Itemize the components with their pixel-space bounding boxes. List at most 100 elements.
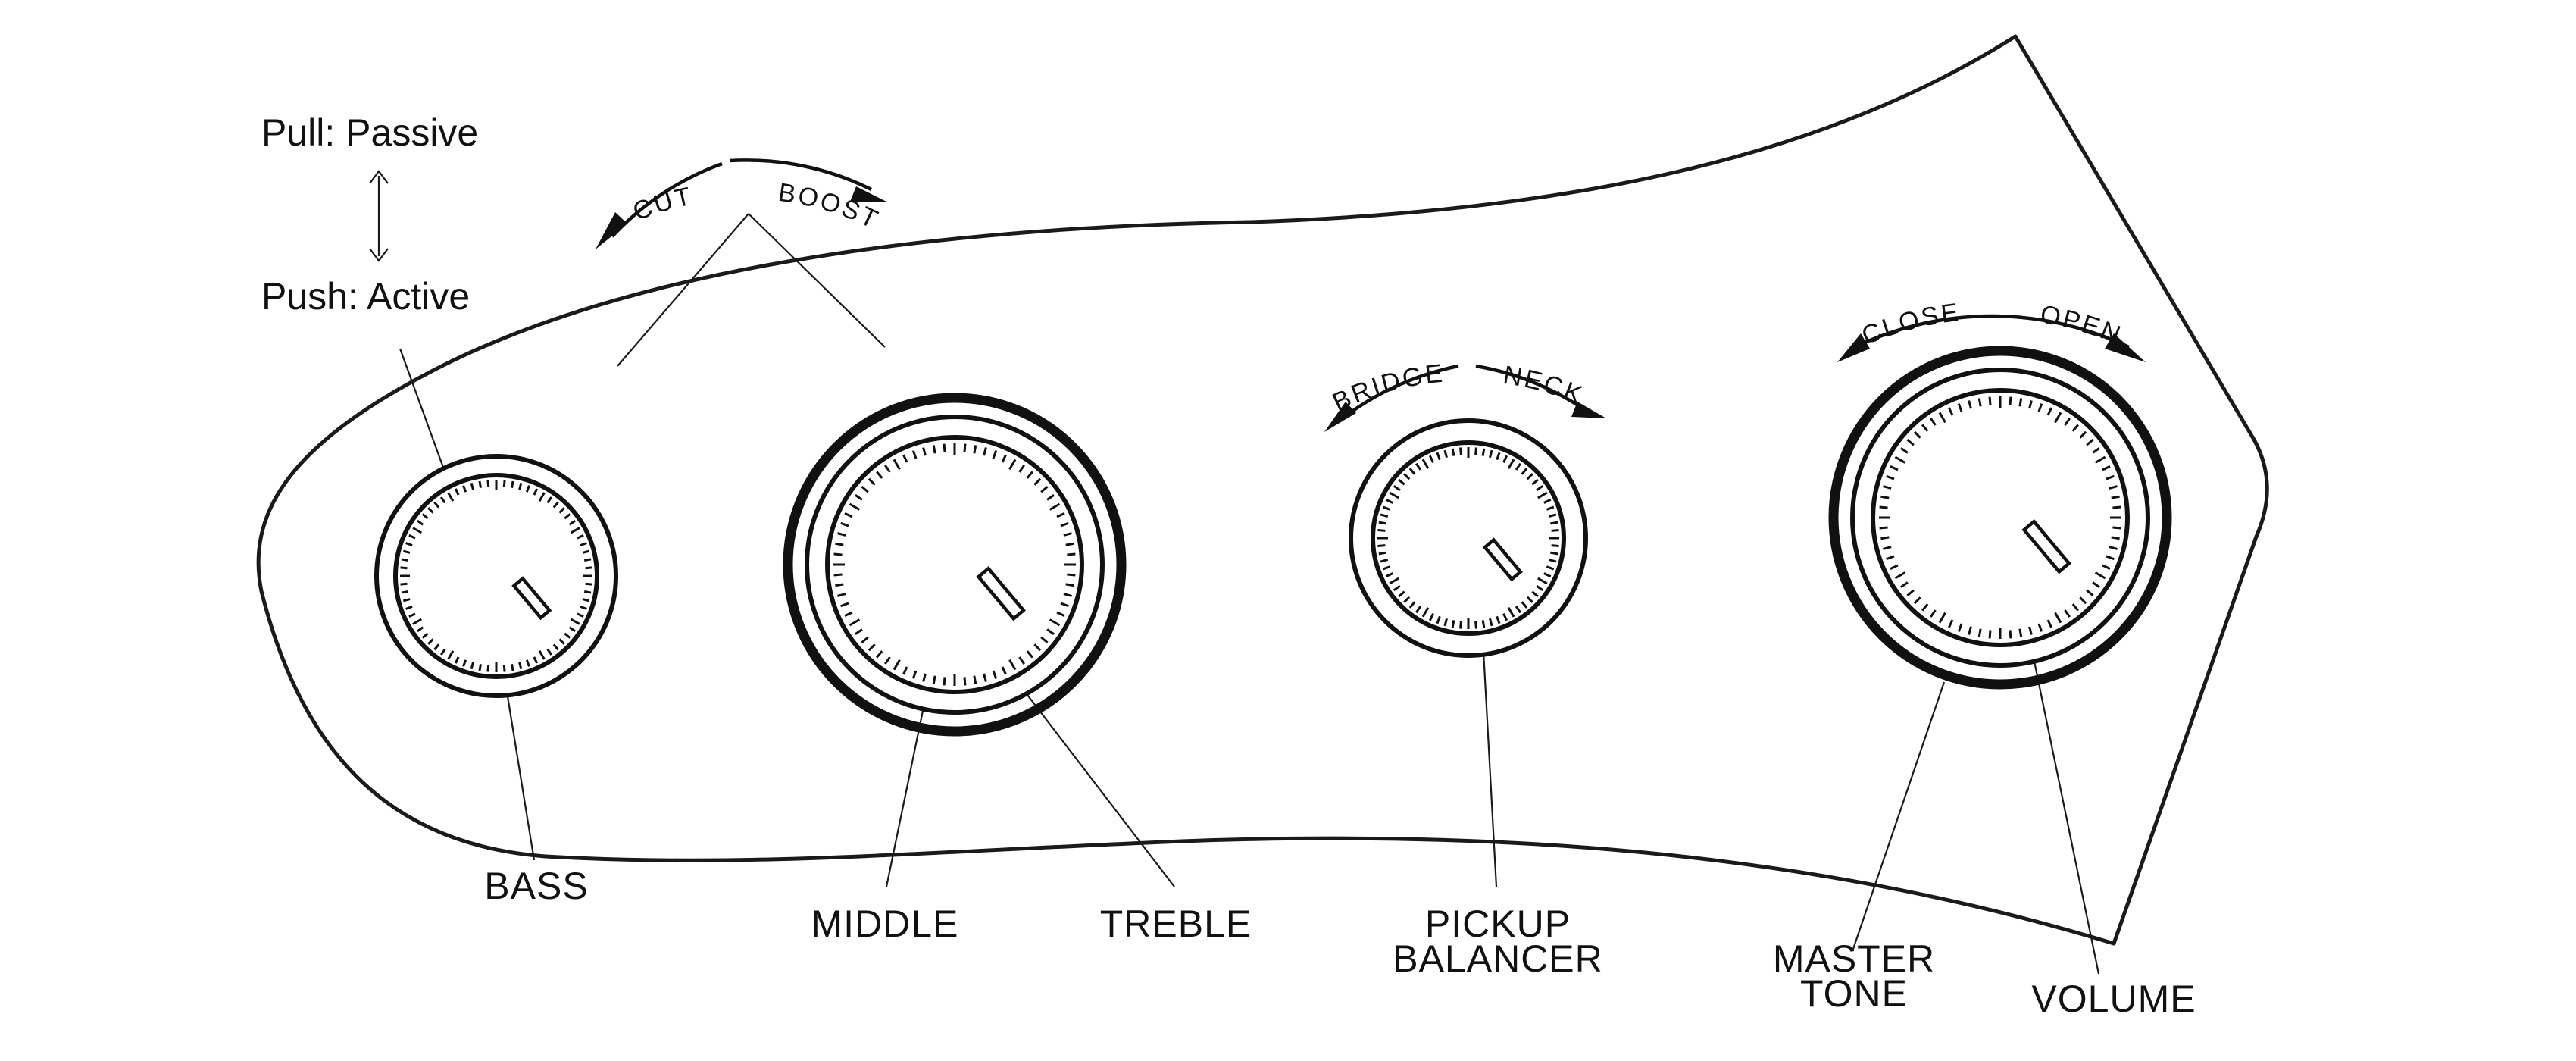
knob-tick xyxy=(1883,485,1892,490)
knob-tick xyxy=(1977,628,1982,637)
pickup-balancer-knob-pointer xyxy=(1482,537,1523,582)
knob-tick xyxy=(922,447,927,456)
knob-tick xyxy=(1049,502,1061,511)
knob-tick xyxy=(1403,596,1411,603)
knob-tick xyxy=(1489,449,1493,459)
knob-tick xyxy=(402,598,411,602)
knob-tick xyxy=(1451,620,1455,628)
knob-tick xyxy=(439,496,446,504)
knob-tick xyxy=(583,558,592,562)
knob-tick xyxy=(1531,478,1539,486)
knob-tick xyxy=(911,670,918,679)
leader-volume xyxy=(2021,606,2100,975)
knob-tick xyxy=(1398,590,1405,598)
knob-tick xyxy=(2064,418,2071,426)
knob-tick xyxy=(1886,474,1895,480)
knob-tick xyxy=(1428,455,1434,463)
knob-tick xyxy=(412,618,423,625)
knob-tick xyxy=(1526,473,1533,480)
knob-tick xyxy=(1451,448,1455,456)
knob-tick xyxy=(1968,626,1972,635)
knob-tick xyxy=(1459,447,1462,455)
leader-middle xyxy=(885,710,924,887)
knob-tick xyxy=(1474,447,1477,455)
bridge-arrow-icon xyxy=(1324,402,1356,432)
knob-tick xyxy=(462,659,467,667)
knob-tick xyxy=(1948,407,1954,416)
knob-tick xyxy=(447,649,455,660)
leader-cutboost-left xyxy=(617,213,749,367)
knob-tick xyxy=(417,519,424,526)
knob-tick xyxy=(2102,564,2111,570)
knob-tick xyxy=(1548,513,1557,518)
knob-tick xyxy=(546,496,553,504)
up-arrow-icon xyxy=(369,170,389,184)
volume-tone-knob[interactable] xyxy=(1828,346,2172,690)
knob-tick xyxy=(580,605,587,610)
knob-tick xyxy=(1890,465,1899,471)
pickup-label: PICKUP xyxy=(1425,903,1571,945)
knob-tick xyxy=(876,650,883,659)
knob-tick xyxy=(439,648,446,656)
knob-tick xyxy=(570,527,580,534)
knob-tick xyxy=(883,656,891,665)
knob-tick xyxy=(552,501,559,509)
knob-tick xyxy=(2018,398,2023,407)
knob-tick xyxy=(1957,403,1963,412)
knob-tick xyxy=(412,527,423,534)
open-arrow-icon xyxy=(2105,333,2146,362)
knob-tick xyxy=(518,482,523,490)
knob-tick xyxy=(833,552,843,556)
knob-tick xyxy=(568,519,576,526)
knob-tick xyxy=(570,618,580,625)
knob-tick xyxy=(1481,620,1486,628)
knob-tick xyxy=(2106,555,2115,561)
knob-tick xyxy=(402,549,411,554)
knob-tick xyxy=(1921,424,1929,432)
pickup-balancer-knob[interactable] xyxy=(1349,418,1588,658)
knob-tick xyxy=(1906,439,1915,446)
knob-tick xyxy=(533,488,539,496)
knob-tick xyxy=(1913,430,1921,439)
knob-tick xyxy=(552,643,559,651)
knob-tick xyxy=(2028,400,2033,409)
knob-pointer-slot xyxy=(511,576,552,621)
knob-tick xyxy=(1502,455,1508,463)
close-label: CLOSE xyxy=(1858,298,1962,351)
knob-tick xyxy=(883,465,891,473)
knob-tick xyxy=(1380,559,1389,563)
master-label: MASTER xyxy=(1773,937,1935,980)
knob-tick xyxy=(1408,601,1416,609)
boost-arrow-icon xyxy=(850,186,886,202)
knob-tick xyxy=(454,488,460,496)
bridge-label: BRIDGE xyxy=(1328,358,1446,417)
tone-label: TONE xyxy=(1800,972,1908,1015)
knob-tick xyxy=(2111,536,2120,540)
knob-tick xyxy=(1548,559,1557,563)
knob-tick xyxy=(433,643,440,651)
knob-tick xyxy=(833,573,843,577)
knob-tick xyxy=(1403,473,1411,480)
knob-tick xyxy=(902,666,908,675)
knob-tick xyxy=(1033,643,1042,652)
knob-tick xyxy=(835,583,844,587)
knob-tick xyxy=(868,643,876,652)
knob-tick xyxy=(538,492,546,502)
knob-tick xyxy=(1436,452,1441,461)
middle-treble-knob-pointer xyxy=(976,566,1027,621)
knob-tick xyxy=(2106,474,2115,480)
knob-tick xyxy=(582,549,590,554)
knob-tick xyxy=(405,605,413,610)
knob-tick xyxy=(1551,529,1559,532)
knob-tick xyxy=(2086,589,2094,596)
knob-tick xyxy=(1008,459,1017,471)
knob-tick xyxy=(408,534,416,540)
knob-tick xyxy=(1474,621,1477,629)
bass-knob[interactable] xyxy=(374,454,618,698)
knob-tick xyxy=(1393,584,1401,592)
knob-tick xyxy=(1067,573,1076,577)
middle-treble-knob[interactable] xyxy=(783,393,1127,737)
volume-tone-knob-pointer xyxy=(2021,519,2072,574)
knob-tick xyxy=(2037,403,2043,412)
knob-tick xyxy=(837,593,846,597)
